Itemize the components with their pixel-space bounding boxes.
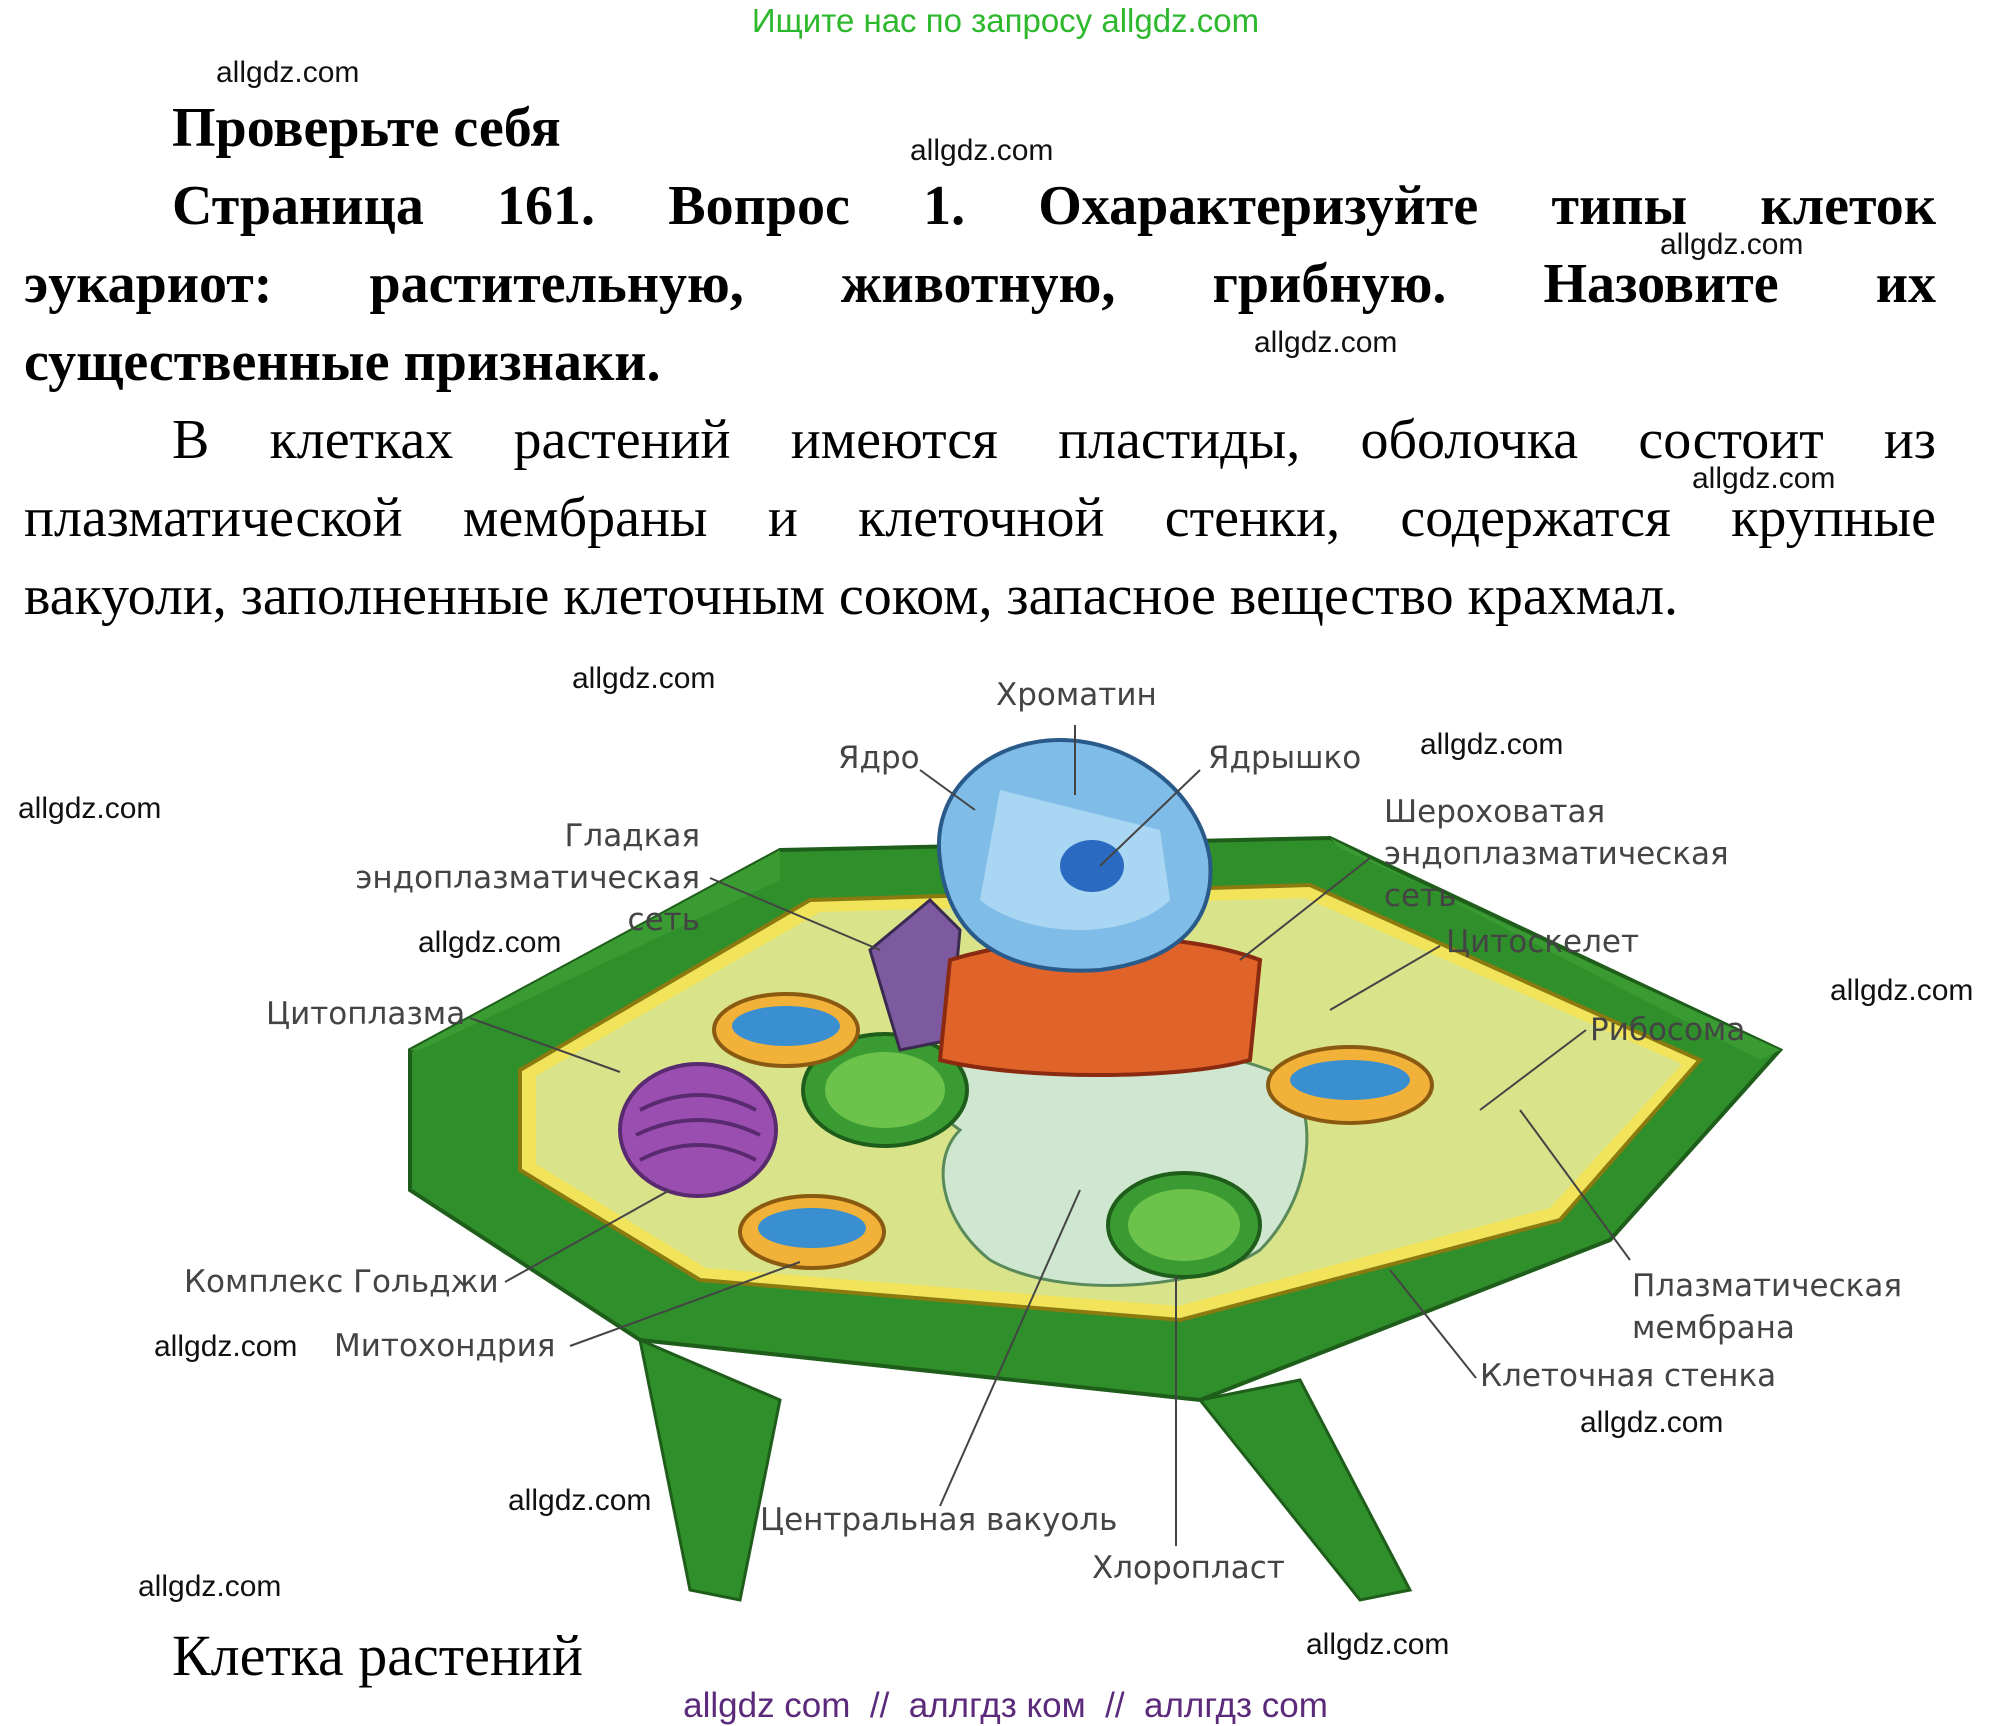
- label-smooth-er-3: сеть: [628, 902, 700, 938]
- watermark: allgdz.com: [572, 662, 716, 695]
- chloroplast-grana: [1128, 1189, 1240, 1261]
- watermark: allgdz.com: [910, 134, 1054, 167]
- label-plasma-membrane-2: мембрана: [1632, 1310, 1795, 1346]
- watermark: allgdz.com: [216, 56, 360, 89]
- answer-line-1: В клетках растений имеются пластиды, обо…: [172, 409, 1936, 471]
- footer-links: allgdz com // аллгдз ком // аллгдз com: [683, 1686, 1328, 1725]
- label-ribosome: Рибосома: [1590, 1012, 1745, 1048]
- label-chromatin: Хроматин: [996, 677, 1157, 713]
- label-leaders: [469, 725, 1631, 1546]
- figure-caption: Клетка растений: [172, 1623, 583, 1688]
- plant-cell-diagram: Хроматин Ядро Ядрышко Гладкая эндоплазма…: [184, 677, 1902, 1602]
- label-central-vacuole: Центральная вакуоль: [760, 1502, 1117, 1538]
- label-golgi: Комплекс Гольджи: [184, 1264, 499, 1300]
- watermark: allgdz.com: [1660, 228, 1804, 261]
- watermark: allgdz.com: [1580, 1406, 1724, 1439]
- label-plasma-membrane-1: Плазматическая: [1632, 1268, 1902, 1304]
- label-nucleus: Ядро: [838, 740, 920, 776]
- question-line-2: эукариот: растительную, животную, грибну…: [24, 253, 1936, 315]
- label-cytoplasm: Цитоплазма: [266, 996, 465, 1032]
- answer-line-3: вакуоли, заполненные клеточным соком, за…: [24, 565, 1679, 627]
- mitochondrion-cristae: [758, 1208, 866, 1248]
- label-rough-er-1: Шероховатая: [1384, 794, 1605, 830]
- question-line-1: Страница 161. Вопрос 1. Охарактеризуйте …: [172, 175, 1936, 237]
- cell-wall-extension: [410, 850, 780, 1050]
- watermark: allgdz.com: [1830, 974, 1974, 1007]
- label-cytoskeleton: Цитоскелет: [1446, 924, 1639, 960]
- cell-wall-extension: [637, 1337, 782, 1602]
- mitochondrion-cristae: [1290, 1060, 1410, 1100]
- label-rough-er-3: сеть: [1384, 878, 1456, 914]
- watermark: allgdz.com: [418, 926, 562, 959]
- golgi-cisternae: [635, 1093, 761, 1162]
- watermark: allgdz.com: [18, 792, 162, 825]
- label-cell-wall: Клеточная стенка: [1480, 1358, 1776, 1394]
- label-smooth-er-2: эндоплазматическая: [355, 860, 700, 896]
- watermark: allgdz.com: [508, 1484, 652, 1517]
- nucleolus: [1060, 840, 1124, 892]
- watermark: allgdz.com: [1420, 728, 1564, 761]
- cell-wall-extension: [1197, 1378, 1413, 1602]
- mitochondrion-cristae: [732, 1006, 840, 1046]
- label-nucleolus: Ядрышко: [1208, 740, 1361, 776]
- golgi-apparatus: [618, 1062, 778, 1198]
- watermark: allgdz.com: [1306, 1628, 1450, 1661]
- label-smooth-er-1: Гладкая: [564, 818, 700, 854]
- cell-wall-extension: [1330, 838, 1780, 1060]
- watermark: allgdz.com: [1254, 326, 1398, 359]
- section-heading: Проверьте себя: [172, 97, 561, 159]
- top-banner: Ищите нас по запросу allgdz.com: [751, 2, 1260, 39]
- chloroplast-grana: [825, 1052, 945, 1128]
- question-line-3: существенные признаки.: [24, 331, 661, 393]
- watermark: allgdz.com: [1692, 462, 1836, 495]
- watermark: allgdz.com: [154, 1330, 298, 1363]
- label-mitochondrion: Митохондрия: [334, 1328, 555, 1364]
- label-rough-er-2: эндоплазматическая: [1384, 836, 1729, 872]
- label-chloroplast: Хлоропласт: [1092, 1550, 1285, 1586]
- answer-line-2: плазматической мембраны и клеточной стен…: [24, 487, 1936, 549]
- watermark: allgdz.com: [138, 1570, 282, 1603]
